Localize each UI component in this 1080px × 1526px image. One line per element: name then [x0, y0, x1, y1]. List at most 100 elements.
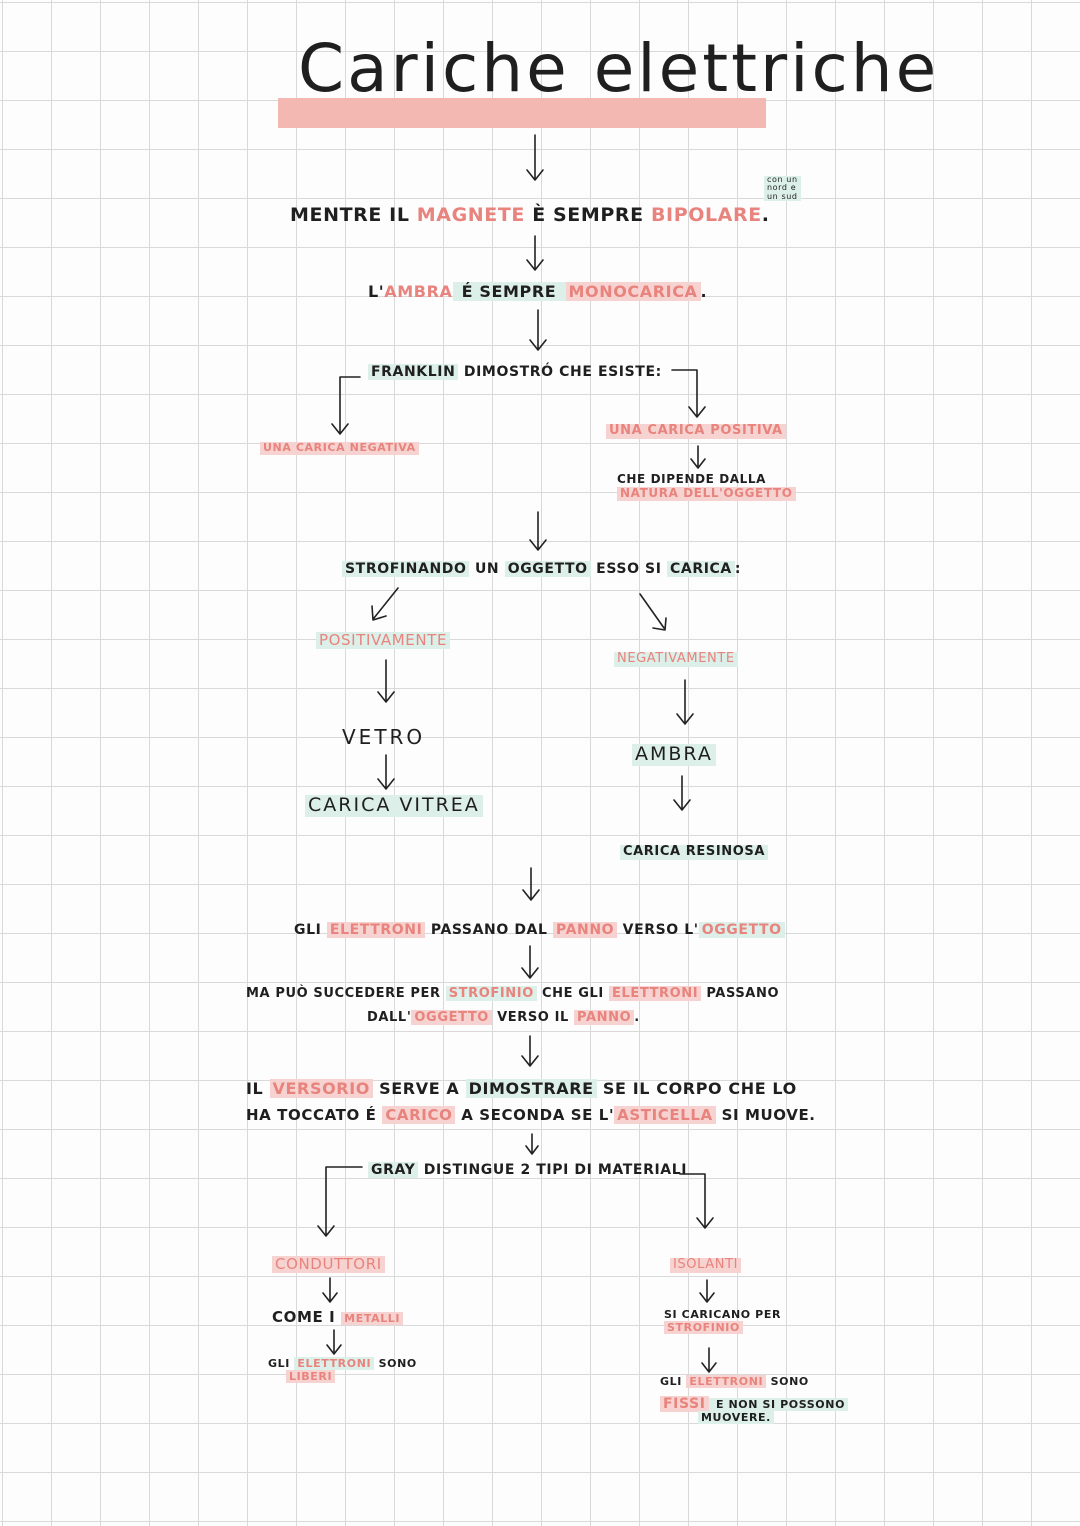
text-gli-3: GLI — [660, 1375, 687, 1388]
node-franklin: FRANKLIN DIMOSTRÓ CHE ESISTE: — [368, 364, 662, 380]
text-franklin: FRANKLIN — [368, 364, 459, 380]
side-note: con un nord e un sud — [764, 175, 801, 202]
text-dall: DALL' — [367, 1010, 412, 1025]
arrow-to-elettroni — [522, 867, 540, 901]
text-strofinando: STROFINANDO — [342, 561, 470, 577]
text-colon: : — [734, 561, 742, 577]
text-sono-2: SONO — [766, 1375, 809, 1388]
arrow-versorio-gray — [525, 1133, 539, 1155]
text-l: L' — [368, 282, 385, 301]
node-vetro: VETRO — [342, 725, 426, 749]
node-conduttori: CONDUTTORI — [272, 1255, 385, 1274]
arrow-strof-fissi — [701, 1347, 717, 1373]
text-fissi: FISSI — [660, 1395, 709, 1412]
text-verso-il: VERSO IL — [491, 1010, 575, 1025]
text-come-i: COME I — [272, 1308, 342, 1326]
node-carica-positiva: UNA CARICA POSITIVA — [606, 423, 786, 439]
node-ma-succedere: MA PUÒ SUCCEDERE PER STROFINIO CHE GLI E… — [246, 986, 780, 1002]
arrow-strof-pos — [371, 587, 399, 621]
node-ambra: AMBRA — [632, 743, 716, 766]
text-asticella: ASTICELLA — [614, 1106, 716, 1124]
arrow-neg-ambra — [676, 679, 694, 725]
text-il: IL — [246, 1079, 270, 1098]
arrow-conduttori-come — [322, 1277, 338, 1303]
node-versorio: IL VERSORIO SERVE A DIMOSTRARE SE IL COR… — [246, 1079, 797, 1098]
arrow-ambra-resinosa — [673, 775, 691, 811]
node-versorio-line2: HA TOCCATO É CARICO A SECONDA SE L'ASTIC… — [246, 1106, 816, 1124]
text-elettroni-3: ELETTRONI — [294, 1357, 375, 1370]
side-note-line-3: un sud — [767, 191, 798, 201]
node-positivamente: POSITIVAMENTE — [316, 631, 451, 650]
arrow-strof-neg — [639, 593, 667, 631]
text-si-caricano: SI CARICANO PER — [664, 1308, 782, 1321]
arrow-ma-versorio — [521, 1035, 539, 1067]
text-oggetto-2: OGGETTO — [698, 922, 785, 938]
text-serve-a: SERVE A — [372, 1079, 466, 1098]
text-se-il-corpo: SE IL CORPO CHE LO — [596, 1079, 797, 1098]
text-ma-puo: MA PUÒ SUCCEDERE PER — [246, 986, 446, 1001]
arrow-elettroni-ma — [521, 945, 539, 979]
node-liberi: GLI ELETTRONI SONO LIBERI — [268, 1357, 417, 1383]
text-liberi: LIBERI — [286, 1369, 336, 1383]
arrow-pos-vetro — [377, 659, 395, 703]
arrow-pos-dep — [690, 445, 706, 469]
page-title: Cariche elettriche — [298, 30, 940, 107]
text-strofinio: STROFINIO — [445, 986, 537, 1001]
text-strofinio-2: STROFINIO — [664, 1320, 743, 1334]
text-magnete: MAGNETE — [416, 204, 525, 226]
text-ambra: AMBRA — [384, 282, 453, 301]
arrow-to-strof — [529, 511, 547, 551]
text-bipolare: BIPOLARE — [650, 204, 762, 226]
arrow-come-liberi — [326, 1329, 342, 1355]
side-note-line-1: con un — [767, 175, 798, 184]
side-note-line-2: nord e — [767, 183, 797, 193]
node-strofinando: STROFINANDO UN OGGETTO ESSO SI CARICA: — [342, 561, 741, 577]
text-dipende-l1: CHE DIPENDE DALLA — [617, 472, 767, 486]
text-carico: CARICO — [382, 1106, 456, 1124]
text-oggetto-3: OGGETTO — [411, 1010, 492, 1025]
text-oggetto: OGGETTO — [504, 561, 591, 577]
arrow-n1-n2 — [526, 235, 544, 271]
text-versorio: VERSORIO — [269, 1079, 373, 1098]
title-highlight — [278, 98, 766, 128]
text-distingue: DISTINGUE 2 TIPI DI MATERIALI — [418, 1162, 688, 1178]
text-verso: VERSO L' — [617, 922, 699, 938]
arrow-n3-pos — [671, 369, 706, 418]
node-negativamente: NEGATIVAMENTE — [614, 651, 738, 667]
node-ma-line2: DALL'OGGETTO VERSO IL PANNO. — [367, 1010, 640, 1026]
text-metalli: METALLI — [341, 1312, 404, 1325]
node-magnete: MENTRE IL MAGNETE È SEMPRE BIPOLARE. — [290, 204, 770, 227]
text-dimostro: DIMOSTRÓ CHE ESISTE: — [458, 364, 662, 380]
arrow-n3-neg — [331, 376, 361, 435]
text-a-seconda: A SECONDA SE L' — [455, 1106, 615, 1124]
text-dipende-l2: NATURA DELL'OGGETTO — [617, 486, 796, 501]
text-che-gli: CHE GLI — [536, 986, 609, 1001]
text-e-sempre-2: É SEMPRE — [452, 282, 566, 301]
node-si-caricano: SI CARICANO PER STROFINIO — [664, 1308, 782, 1334]
text-si-muove: SI MUOVE. — [715, 1106, 816, 1124]
text-gray: GRAY — [368, 1162, 419, 1178]
text-carica: CARICA — [667, 561, 735, 577]
arrow-n2-n3 — [529, 309, 547, 351]
text-muovere: MUOVERE. — [698, 1410, 774, 1424]
text-passano-dal: PASSANO DAL — [425, 922, 553, 938]
text-passano: PASSANO — [701, 986, 780, 1001]
arrow-isolanti-strof — [699, 1279, 715, 1303]
text-esso: ESSO SI — [590, 561, 668, 577]
text-panno: PANNO — [553, 922, 618, 938]
text-elettroni: ELETTRONI — [326, 922, 426, 938]
node-carica-vitrea: CARICA VITREA — [305, 794, 483, 817]
node-carica-resinosa: CARICA RESINOSA — [620, 844, 769, 860]
text-un: UN — [469, 561, 505, 577]
text-dimostrare: DIMOSTRARE — [465, 1079, 597, 1098]
node-carica-negativa: UNA CARICA NEGATIVA — [260, 441, 419, 455]
arrow-title-n1 — [526, 134, 544, 181]
text-elettroni-4: ELETTRONI — [686, 1375, 767, 1388]
text-elettroni-2: ELETTRONI — [608, 986, 702, 1001]
text-period: . — [761, 204, 770, 226]
node-gray: GRAY DISTINGUE 2 TIPI DI MATERIALI — [368, 1162, 687, 1178]
node-isolanti: ISOLANTI — [670, 1257, 742, 1273]
text-sono: SONO — [374, 1357, 417, 1370]
arrow-gray-isolanti — [679, 1173, 714, 1229]
